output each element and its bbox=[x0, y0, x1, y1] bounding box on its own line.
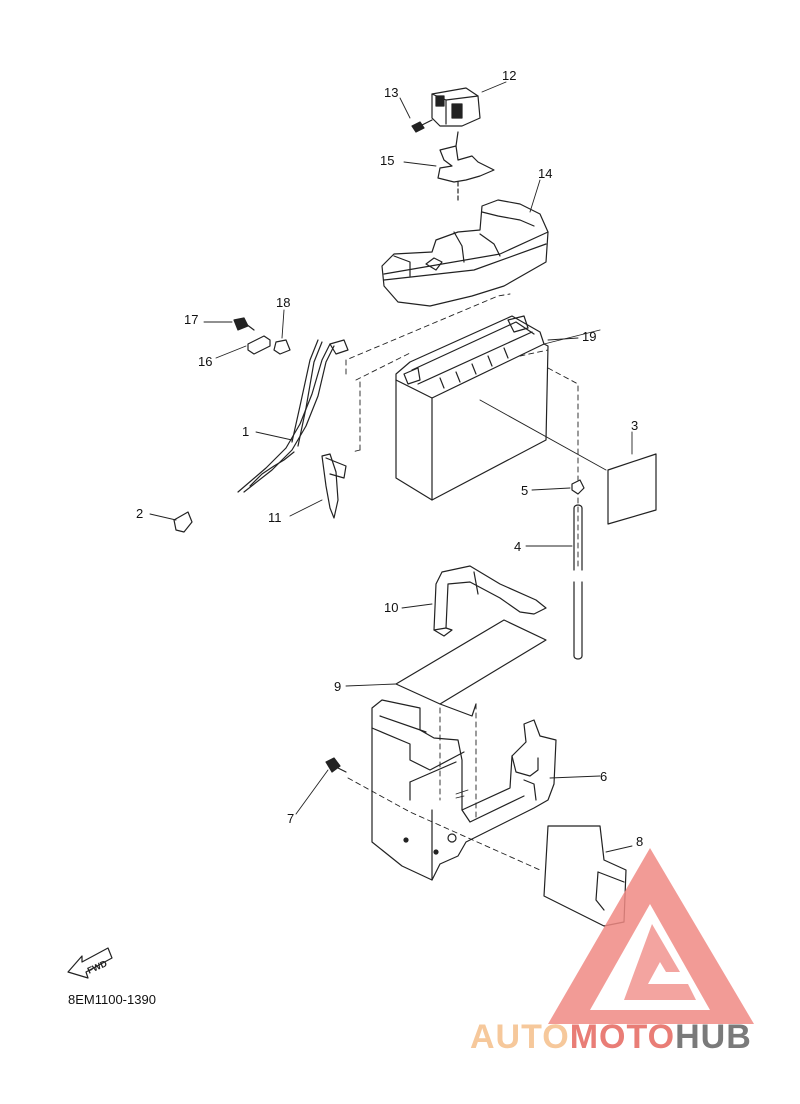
part-10-band bbox=[433, 565, 547, 637]
callout-3: 3 bbox=[631, 418, 639, 433]
part-19-battery bbox=[395, 315, 607, 501]
callout-13: 13 bbox=[384, 85, 399, 100]
watermark-triangle-logo bbox=[548, 848, 754, 1024]
callout-10: 10 bbox=[384, 600, 399, 615]
watermark-part-auto: AUTO bbox=[470, 1018, 570, 1056]
callout-11: 11 bbox=[268, 510, 282, 525]
callout-15: 15 bbox=[380, 153, 395, 168]
callout-5: 5 bbox=[521, 483, 529, 498]
part-16-cap bbox=[247, 335, 271, 355]
callout-7: 7 bbox=[287, 811, 295, 826]
callout-19: 19 bbox=[582, 329, 597, 344]
part-5-clip bbox=[571, 479, 585, 495]
part-3-label-sheet bbox=[607, 431, 657, 525]
part-1-wire-harness bbox=[237, 339, 349, 493]
callout-14: 14 bbox=[538, 166, 553, 181]
callout-9: 9 bbox=[334, 679, 342, 694]
part-13-screw bbox=[411, 119, 433, 133]
part-4-vent-hose bbox=[573, 504, 583, 660]
watermark-text: AUTOMOTOHUB bbox=[470, 1018, 752, 1057]
callout-17: 17 bbox=[184, 312, 199, 327]
part-15-bracket bbox=[437, 131, 495, 201]
part-9-mat bbox=[395, 619, 547, 821]
watermark-part-moto: MOTO bbox=[569, 1018, 676, 1056]
callout-6: 6 bbox=[600, 769, 608, 784]
part-17-bolt bbox=[233, 317, 255, 331]
part-7-bolt bbox=[325, 757, 541, 871]
part-2-clamp bbox=[173, 511, 193, 533]
part-18-nut bbox=[273, 339, 291, 355]
fwd-arrow-icon bbox=[67, 947, 113, 979]
part-11-lead bbox=[321, 453, 347, 519]
diagram-code: 8EM1100-1390 bbox=[68, 992, 156, 1007]
callout-16: 16 bbox=[198, 354, 213, 369]
callout-18: 18 bbox=[276, 295, 291, 310]
watermark-part-hub: HUB bbox=[675, 1018, 752, 1056]
callout-2: 2 bbox=[136, 506, 144, 521]
callout-1: 1 bbox=[242, 424, 250, 439]
fwd-arrow-label: FWD bbox=[86, 958, 109, 976]
callout-12: 12 bbox=[502, 68, 517, 83]
part-14-battery-cover bbox=[381, 199, 549, 307]
part-6-battery-box bbox=[371, 699, 601, 881]
part-12-relay bbox=[431, 87, 481, 127]
callout-4: 4 bbox=[514, 539, 522, 554]
callout-8: 8 bbox=[636, 834, 644, 849]
